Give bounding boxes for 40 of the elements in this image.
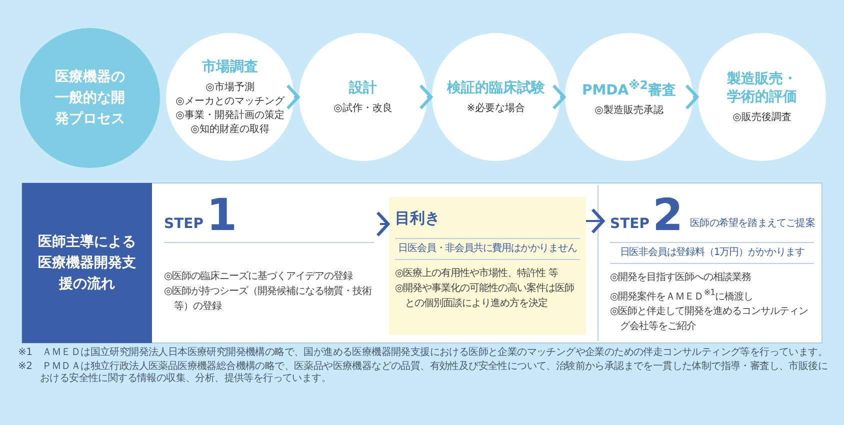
chevron-arrow [286,84,300,110]
list-item: ※必要な場合 [466,102,526,116]
step-title: 設計 [349,78,377,96]
footnote: ※1 ＡＭＥＤは国立研究開発法人日本医療研究開発機構の略で、国が進める医療機器開発支援における医師と企業のマッチングや企業のための伴走コンサルティング等を行っています。 [18,347,829,359]
review-panel [389,197,586,335]
step-title: 検証的臨床試験 [447,78,545,96]
chevron-arrow [586,208,605,234]
list-item: ◎製造販売承認 [594,104,664,118]
list-item: ◎知的財産の取得 [190,122,270,136]
step-subtitle: 医師の希望を踏まえてご提案 [689,216,815,231]
step-label: STEP [164,216,204,234]
list-item: ◎医師が持つシーズ（開発候補になる物質・技術等）の登録 [164,284,373,314]
list-item: ◎医療上の有用性や市場性、特許性 等 [395,266,559,281]
list-item: ◎開発案件をＡＭＥＤ$^{※1}$に橋渡し [610,286,754,304]
chevron-arrow [552,84,566,110]
title-text: 医療機器の一般的な開発プロセス [54,68,126,128]
chevron-arrow [685,84,699,110]
list-item: ◎開発を目指す医師への相談業務 [610,270,752,285]
step-title: 市場調査 [202,58,258,76]
chevron-arrow [376,211,390,237]
header-panel [22,183,152,343]
step-number: 1 [206,194,238,238]
list-item: ◎市場予測 [206,80,254,94]
step-title: 製造販売・学術的評価 [726,70,798,106]
list-item: ◎開発や事業化の可能性の高い案件は医師との個別面談により進め方を決定 [395,282,576,311]
chevron-arrow [419,84,433,110]
fee-note: 日医非会員は登録料（1万円）がかかります [610,242,814,264]
footnote: ※2 ＰＭＤＡは独立行政法人医薬品医療機器総合機構の略で、医薬品や医療機器などの品質、有効性及び安全性について、治験前から承認までを一貫した体制で指導・審査し、市販後における安全性に関する情報の収集、分析、提供等を行っています。 [18,361,829,385]
list-item: ◎メーカとのマッチング [176,94,284,108]
step-title: PMDA$^{※2}$審査 [582,76,676,100]
title-text: 医師主導による医療機器開発支援の流れ [37,232,137,294]
list-item: ◎販売後調査 [732,110,792,124]
list-item: ◎試作・改良 [334,102,392,116]
fee-note: 日医会員・非会員共に費用はかかりません [395,238,580,260]
list-item: ◎事業・開発計画の策定 [176,108,284,122]
step-label: STEP [610,216,650,234]
list-item: ◎医師の臨床ニーズに基づくアイデアの登録 [164,270,354,284]
panel-title: 目利き [395,209,440,228]
list-item: ◎医師と伴走して開発を進めるコンサルティング会社等をご紹介 [610,304,810,334]
step-number: 2 [652,194,684,238]
